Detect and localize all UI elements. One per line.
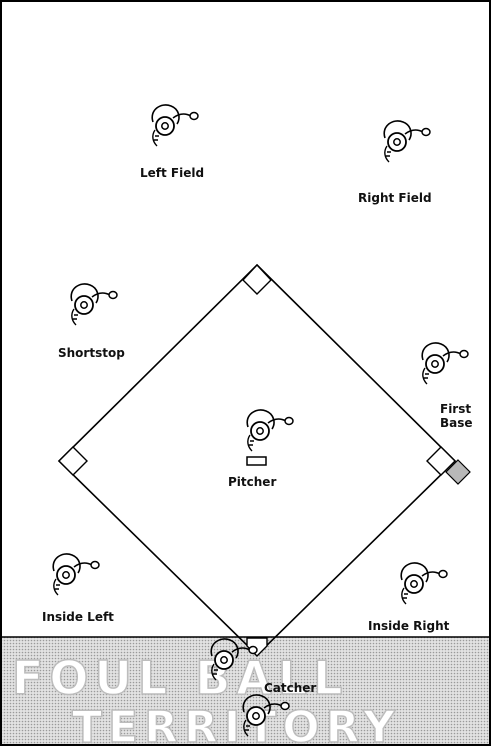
first-base-label-line2: Base	[440, 416, 473, 430]
first-base-label-line1: First	[440, 402, 471, 416]
inside-left-label: Inside Left	[42, 610, 114, 624]
shortstop-label: Shortstop	[58, 346, 125, 360]
pitcher-icon	[247, 410, 293, 451]
left-fielder-icon	[152, 105, 198, 146]
foul-ball-text: FOUL BALL	[12, 651, 349, 705]
right-field-label: Right Field	[358, 191, 432, 205]
second-base	[243, 265, 271, 294]
first-baseman-icon	[422, 343, 468, 384]
catcher-label: Catcher	[264, 681, 316, 695]
inside-right-icon	[401, 563, 447, 604]
pitchers-rubber	[247, 457, 266, 465]
inside-left-icon	[53, 554, 99, 595]
third-base	[59, 447, 87, 475]
right-fielder-icon	[384, 121, 430, 162]
left-field-label: Left Field	[140, 166, 204, 180]
shortstop-icon	[71, 284, 117, 325]
pitcher-label: Pitcher	[228, 475, 276, 489]
territory-text: TERRITORY	[72, 702, 401, 746]
inside-right-label: Inside Right	[368, 619, 450, 633]
